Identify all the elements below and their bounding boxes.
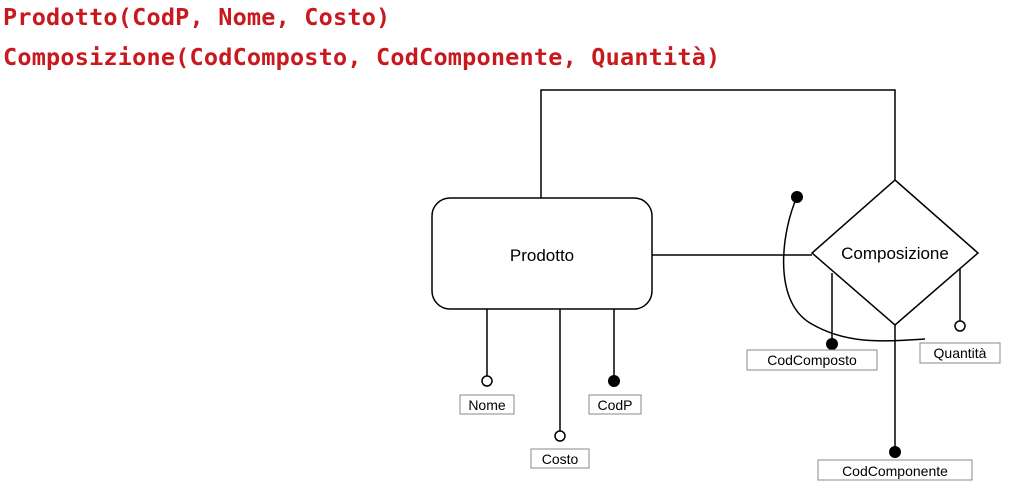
prodotto-entity <box>431 197 653 310</box>
quantita-marker <box>954 320 966 332</box>
costo-label: Costo <box>542 451 579 467</box>
codcomposto-label: CodComposto <box>767 352 857 368</box>
entity-label: Prodotto <box>510 246 574 265</box>
nome-label: Nome <box>468 397 506 413</box>
schema-composizione: Composizione(CodComposto, CodComponente,… <box>3 43 721 71</box>
schema-prodotto: Prodotto(CodP, Nome, Costo) <box>3 3 391 31</box>
quantita-label: Quantità <box>934 345 987 361</box>
codcomponente-marker <box>889 446 901 458</box>
nome-marker <box>481 375 493 387</box>
composizione-diamond <box>810 179 980 326</box>
loop-connector <box>540 89 896 198</box>
codcomposto-marker <box>826 338 838 350</box>
identifier-arc-marker <box>791 191 803 203</box>
costo-marker <box>554 430 566 442</box>
relationship-label: Composizione <box>841 244 949 263</box>
codp-label: CodP <box>597 397 632 413</box>
codcomponente-label: CodComponente <box>842 463 948 479</box>
identifier-arc <box>782 196 926 342</box>
codp-marker <box>608 375 620 387</box>
